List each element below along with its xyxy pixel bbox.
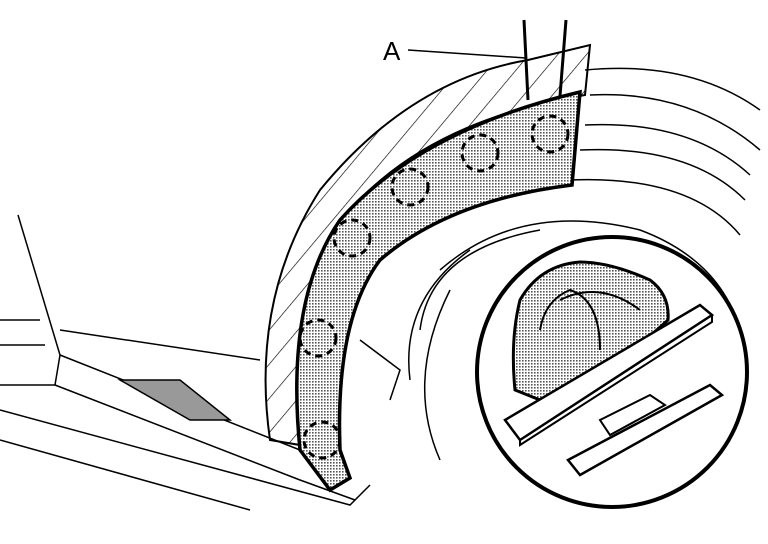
callout-label-a: A [383,36,401,66]
clip-positions [298,114,570,460]
clip-marker [390,167,430,207]
panel-lower [566,383,725,477]
clip-head [511,260,670,402]
clip-marker [298,318,338,358]
clip-marker [302,420,342,460]
clip-marker [530,114,570,154]
wheel-arcs [408,67,761,461]
callout-leader-a [407,49,527,59]
clip-marker [332,218,372,258]
fender-protector [295,89,582,493]
clip-detail-inset [475,235,749,509]
clip-marker [460,133,500,173]
bumper-lines [0,214,401,511]
removal-tool [522,19,568,101]
